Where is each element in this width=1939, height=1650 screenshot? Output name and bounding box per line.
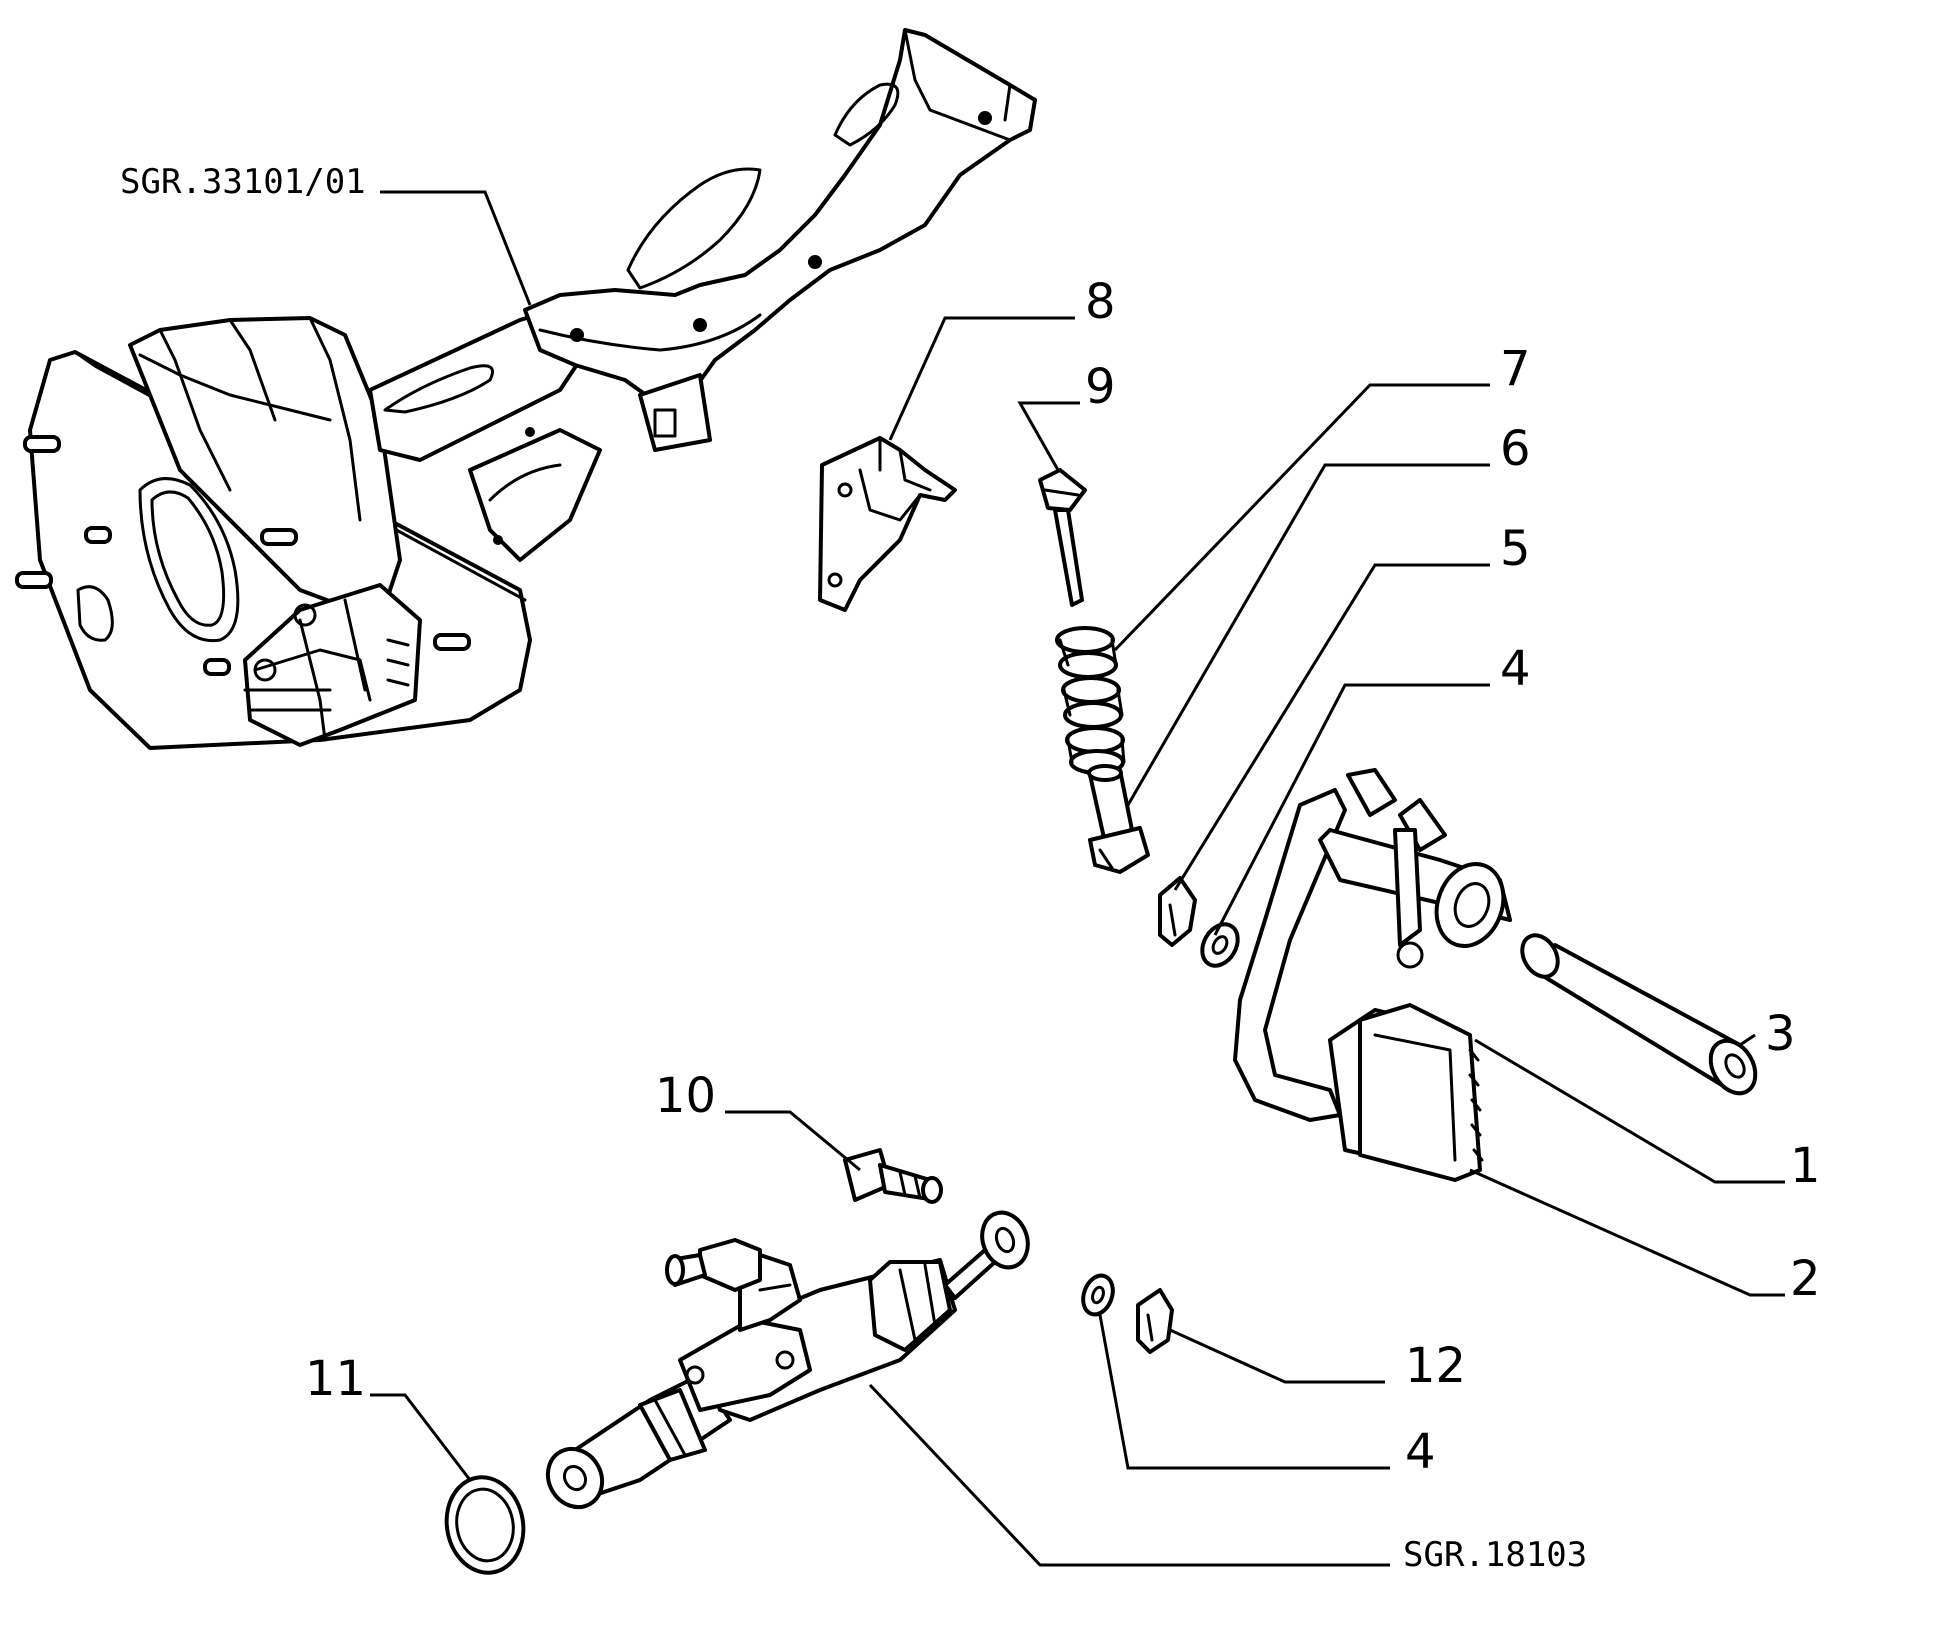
label-8: 8 [1085, 274, 1116, 330]
leader-lines [370, 190, 1785, 1567]
part-1-2-clutch-pedal [1233, 768, 1512, 1182]
label-4-lower: 4 [1405, 1424, 1436, 1480]
part-4-washer-upper [1200, 922, 1240, 968]
part-11-seal-ring [444, 1475, 526, 1575]
label-2: 2 [1790, 1251, 1821, 1307]
part-12-clip [1136, 1288, 1174, 1354]
ref-label-bottom: SGR.18103 [1403, 1535, 1587, 1575]
part-4-washer-lower [1081, 1273, 1115, 1317]
master-cylinder [545, 1210, 1030, 1510]
part-5-clip [1158, 876, 1197, 947]
label-7: 7 [1500, 341, 1531, 397]
part-labels: SGR.33101/01 SGR.18103 8 9 7 6 5 4 3 1 2… [120, 162, 1821, 1575]
label-5: 5 [1500, 521, 1531, 577]
pedal-bracket-assembly [15, 28, 1037, 750]
label-12: 12 [1405, 1338, 1466, 1394]
part-3-tube [1520, 933, 1758, 1096]
part-7-spring [1055, 626, 1126, 775]
part-6-sleeve [1087, 764, 1150, 874]
part-8-bracket [818, 436, 957, 612]
part-9-pushrod-pin [1038, 468, 1087, 607]
label-3: 3 [1765, 1006, 1796, 1062]
label-4-upper: 4 [1500, 641, 1531, 697]
label-1: 1 [1790, 1138, 1821, 1194]
label-11: 11 [305, 1351, 366, 1407]
bracket-studs [15, 435, 471, 676]
label-6: 6 [1500, 421, 1531, 477]
part-10-bolt [843, 1148, 943, 1204]
ref-label-top: SGR.33101/01 [120, 162, 366, 202]
label-10: 10 [655, 1068, 716, 1124]
label-9: 9 [1085, 359, 1116, 415]
